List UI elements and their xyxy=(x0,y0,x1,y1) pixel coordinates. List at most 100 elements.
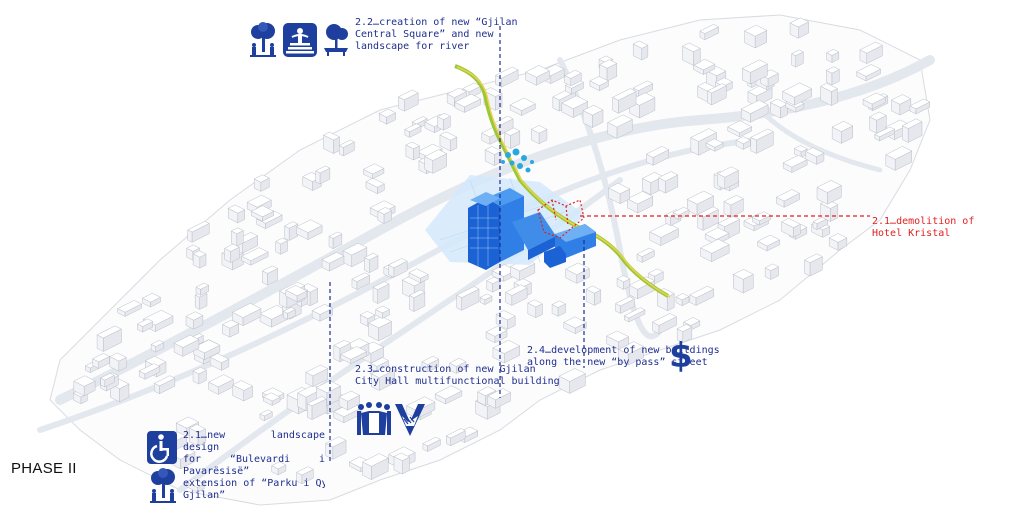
building-block xyxy=(405,141,421,150)
tree-people-icon-small xyxy=(150,468,176,503)
annotation-2-3-line2: City Hall multifunctional building xyxy=(355,376,560,387)
building-block xyxy=(831,121,854,132)
building-block xyxy=(363,252,379,261)
building-block xyxy=(607,114,633,128)
fountain-icon xyxy=(283,23,317,57)
building-block xyxy=(750,128,774,141)
building-block xyxy=(859,41,883,54)
building-block xyxy=(322,131,341,141)
building-block xyxy=(377,207,393,215)
building-block xyxy=(188,424,207,433)
phase-label: PHASE II xyxy=(11,460,77,477)
building-block xyxy=(632,80,654,91)
building-block xyxy=(96,325,122,339)
dollar-icon: $ xyxy=(669,336,693,376)
building-block xyxy=(675,293,690,301)
building-block xyxy=(825,66,840,74)
building-block xyxy=(448,357,467,367)
building-block xyxy=(782,82,813,98)
building-block xyxy=(311,303,334,315)
building-block xyxy=(869,111,887,121)
building-block xyxy=(397,89,419,101)
building-block xyxy=(434,385,463,400)
building-block xyxy=(495,310,516,321)
building-block xyxy=(820,82,838,92)
building-block xyxy=(612,88,637,101)
building-block xyxy=(558,368,586,382)
building-block xyxy=(117,300,143,313)
building-block xyxy=(338,390,361,402)
building-block xyxy=(862,92,887,105)
annotation-2-2-line2: Central Square” and new xyxy=(355,29,494,40)
building-block xyxy=(707,83,727,94)
building-block xyxy=(261,265,279,274)
building-block xyxy=(185,311,204,321)
building-block xyxy=(805,147,825,158)
building-block xyxy=(828,233,848,243)
city-hall-building xyxy=(468,188,556,270)
building-block xyxy=(230,227,244,235)
building-block xyxy=(672,206,690,216)
building-block xyxy=(424,149,448,161)
building-block xyxy=(856,64,882,77)
annotation-2-1-landscape-line3: extension of “Parku i Qytetit xyxy=(183,478,325,489)
building-block xyxy=(727,120,753,134)
building-block xyxy=(483,87,503,97)
building-block xyxy=(676,324,693,332)
building-block xyxy=(271,461,287,470)
building-block xyxy=(732,269,754,280)
building-block xyxy=(175,416,200,429)
building-block xyxy=(231,303,262,318)
meeting-icon xyxy=(357,402,391,435)
building-block xyxy=(487,388,512,401)
building-block xyxy=(615,296,635,307)
building-block xyxy=(393,452,411,461)
building-block xyxy=(192,339,221,354)
building-block xyxy=(885,146,913,160)
annotation-2-2: 2.2…creation of new “Gjilan Central Squa… xyxy=(355,17,518,53)
building-block xyxy=(598,55,614,63)
annotation-2-3: 2.3…construction of new Gjilan City Hall… xyxy=(355,364,560,388)
building-block xyxy=(477,386,497,397)
building-block xyxy=(683,317,701,326)
building-block xyxy=(658,171,679,182)
building-block xyxy=(735,136,752,145)
building-block xyxy=(551,300,567,308)
building-block xyxy=(342,242,368,256)
building-block xyxy=(253,174,270,183)
building-block xyxy=(138,363,161,375)
building-block xyxy=(305,364,329,377)
building-block xyxy=(186,478,205,488)
building-block xyxy=(607,182,631,195)
building-block xyxy=(136,318,154,327)
building-block xyxy=(632,40,649,49)
building-block xyxy=(582,104,604,116)
building-block xyxy=(408,289,426,298)
annotation-2-4-line1: 2.4…development of new buildings xyxy=(527,345,720,356)
building-block xyxy=(751,211,772,222)
building-block xyxy=(874,126,896,138)
building-block xyxy=(307,403,313,421)
bypass-buildings xyxy=(544,224,596,268)
building-block xyxy=(404,123,422,133)
building-block xyxy=(509,97,536,111)
building-block xyxy=(564,69,582,79)
wheelchair-icon xyxy=(147,431,177,464)
building-block xyxy=(406,396,436,412)
building-block xyxy=(369,200,396,214)
building-block xyxy=(285,284,308,297)
building-block xyxy=(599,59,618,69)
building-block xyxy=(437,112,451,120)
building-block xyxy=(645,146,670,158)
building-block xyxy=(338,139,355,148)
annotation-2-4: 2.4…development of new buildings along t… xyxy=(527,345,720,369)
building-block xyxy=(295,219,323,233)
building-block xyxy=(764,263,780,271)
building-block xyxy=(231,380,254,391)
building-block xyxy=(187,220,210,233)
building-block xyxy=(479,293,493,301)
building-block xyxy=(73,375,96,387)
building-block xyxy=(565,262,590,276)
building-blocks xyxy=(72,17,931,493)
building-block xyxy=(439,131,458,141)
